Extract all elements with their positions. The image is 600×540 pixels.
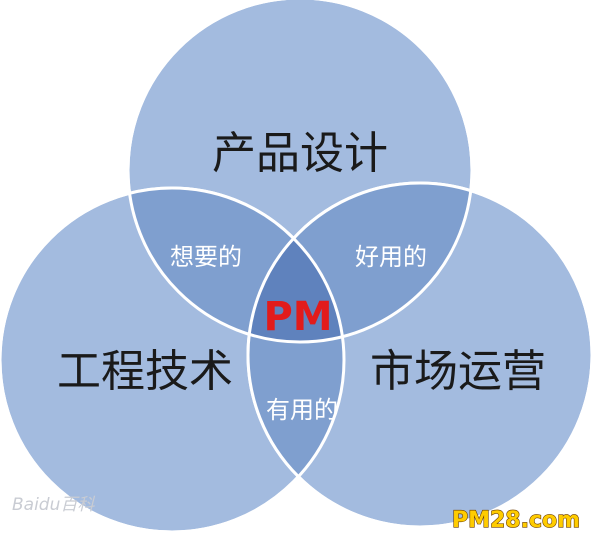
outline-top (126, 0, 474, 344)
label-engineering: 工程技术 (57, 346, 233, 397)
label-pm-center: PM (263, 294, 332, 340)
label-wanted: 想要的 (170, 243, 242, 271)
watermark-pm28: PM28.com (452, 508, 580, 533)
watermark-baidu: Baidu百科 (12, 495, 95, 515)
outline-right (246, 181, 594, 529)
label-marketing-ops: 市场运营 (370, 346, 546, 397)
label-usable: 好用的 (355, 243, 427, 271)
overlap-top-left (128, 188, 344, 342)
outline-left (0, 186, 346, 534)
label-product-design: 产品设计 (212, 128, 388, 179)
overlap-top-right (248, 183, 472, 342)
label-useful: 有用的 (266, 396, 338, 424)
